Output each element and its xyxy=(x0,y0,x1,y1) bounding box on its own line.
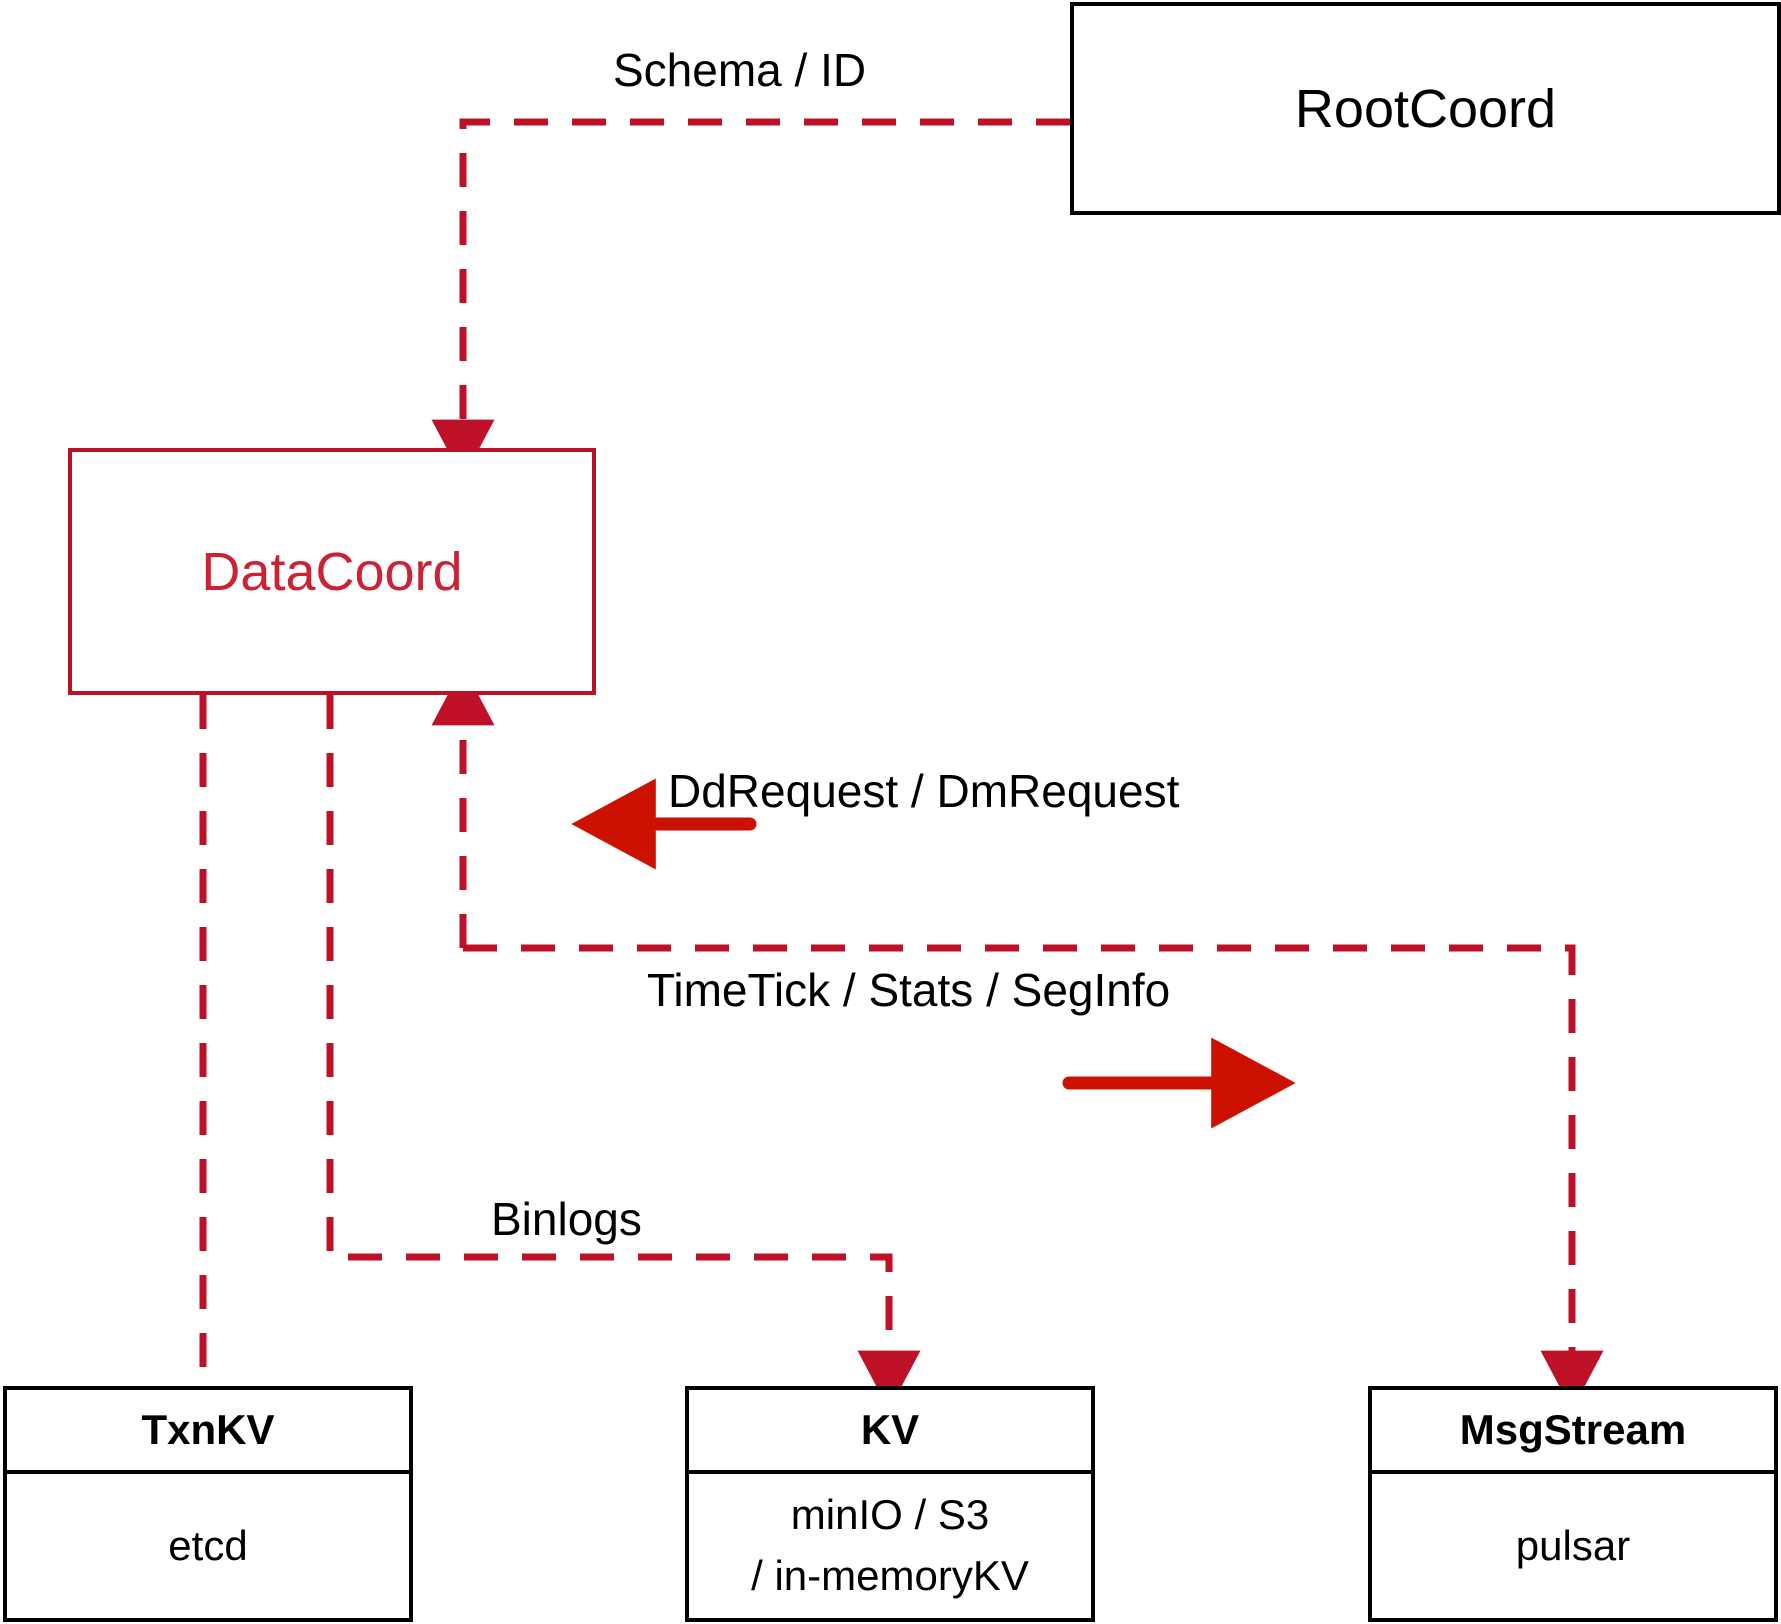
node-rootcoord-label: RootCoord xyxy=(1294,78,1557,139)
node-kv-body: minIO / S3 / in-memoryKV xyxy=(689,1474,1091,1618)
node-msgstream-header: MsgStream xyxy=(1372,1390,1774,1474)
edge-msgstream-bus xyxy=(463,944,1604,1411)
node-msgstream-body: pulsar xyxy=(1372,1474,1774,1618)
node-datacoord-label: DataCoord xyxy=(201,541,463,602)
node-kv-body-line2: / in-memoryKV xyxy=(751,1552,1029,1599)
edge-label-ddrequest-dmrequest: DdRequest / DmRequest xyxy=(668,765,1180,817)
node-msgstream[interactable]: MsgStream pulsar xyxy=(1368,1386,1778,1622)
edge-binlogs xyxy=(326,695,921,1411)
edge-label-schema-id: Schema / ID xyxy=(613,44,867,96)
node-msgstream-body-line1: pulsar xyxy=(1515,1521,1631,1569)
edge-schema-id xyxy=(431,118,1070,480)
node-kv-header: KV xyxy=(689,1390,1091,1474)
node-datacoord[interactable]: DataCoord xyxy=(68,448,596,695)
edge-label-binlogs: Binlogs xyxy=(491,1193,642,1245)
node-txnkv[interactable]: TxnKV etcd xyxy=(3,1386,413,1622)
node-txnkv-body: etcd xyxy=(7,1474,409,1618)
node-rootcoord[interactable]: RootCoord xyxy=(1070,2,1781,215)
node-kv-body-line1: minIO / S3 xyxy=(790,1491,990,1539)
node-txnkv-body-line1: etcd xyxy=(168,1521,248,1569)
node-kv[interactable]: KV minIO / S3 / in-memoryKV xyxy=(685,1386,1095,1622)
edge-label-timetick-stats-seginfo: TimeTick / Stats / SegInfo xyxy=(647,964,1171,1016)
node-txnkv-header: TxnKV xyxy=(7,1390,409,1474)
